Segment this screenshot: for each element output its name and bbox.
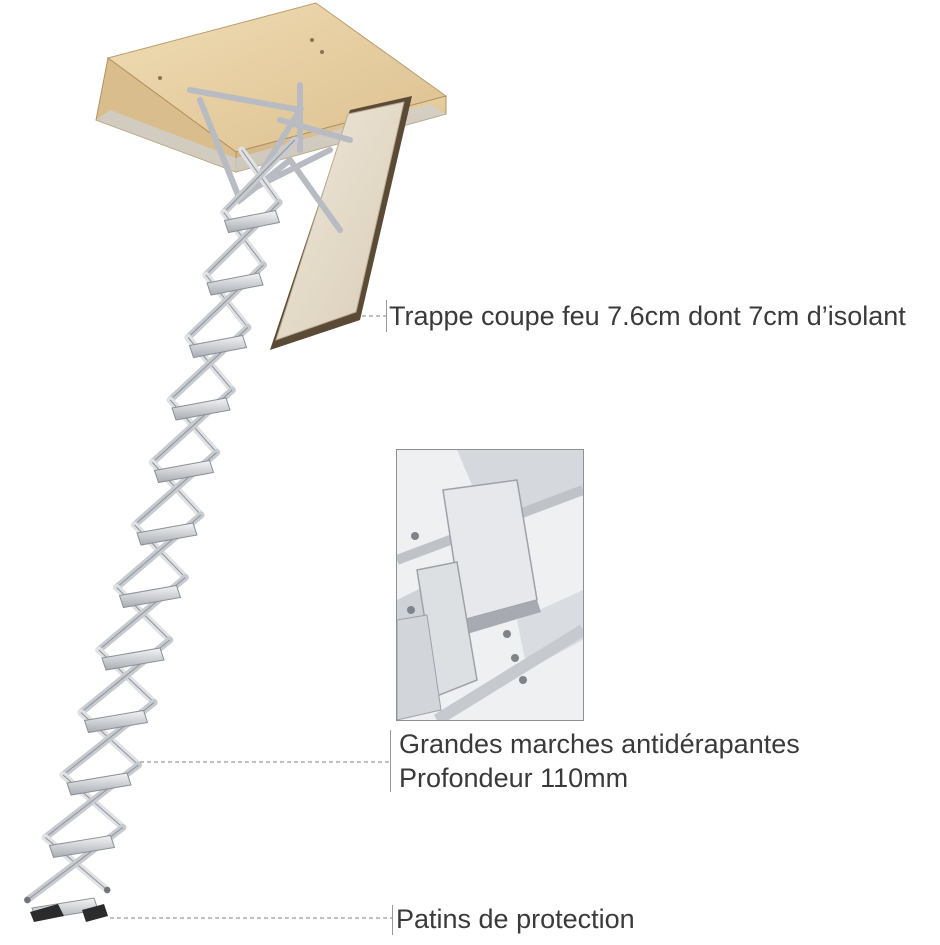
- steps-callout-line1: Grandes marches antidérapantes: [399, 729, 800, 759]
- trap-door-callout: Trappe coupe feu 7.6cm dont 7cm d’isolan…: [389, 301, 906, 331]
- steps-callout-bar: [390, 730, 391, 792]
- protective-feet: [30, 904, 108, 922]
- ladder-step: [206, 272, 264, 296]
- ladder-step: [83, 709, 149, 734]
- trap-hatch: [270, 96, 412, 350]
- ladder-step: [223, 209, 281, 234]
- steps-callout-line2: Profondeur 110mm: [399, 763, 629, 793]
- ladder-step: [118, 584, 182, 609]
- rail-joint: [104, 886, 111, 894]
- step-detail-drawing: [397, 450, 583, 720]
- ladder-step: [188, 334, 248, 359]
- ladder-step: [48, 834, 116, 859]
- ladder-step: [153, 459, 215, 484]
- ladder-step: [171, 397, 231, 421]
- feet-callout-bar: [392, 905, 393, 935]
- feet-callout: Patins de protection: [396, 904, 635, 934]
- ladder-step: [101, 647, 165, 671]
- step-detail-inset: [396, 449, 584, 721]
- ladder-step: [66, 772, 132, 796]
- rail-edge: [223, 139, 296, 213]
- scissor-rails: [23, 136, 299, 904]
- trap-callout-bar: [386, 300, 387, 332]
- ladder-step: [136, 522, 198, 546]
- leader-lines: [110, 315, 392, 919]
- rail-joint: [24, 896, 31, 904]
